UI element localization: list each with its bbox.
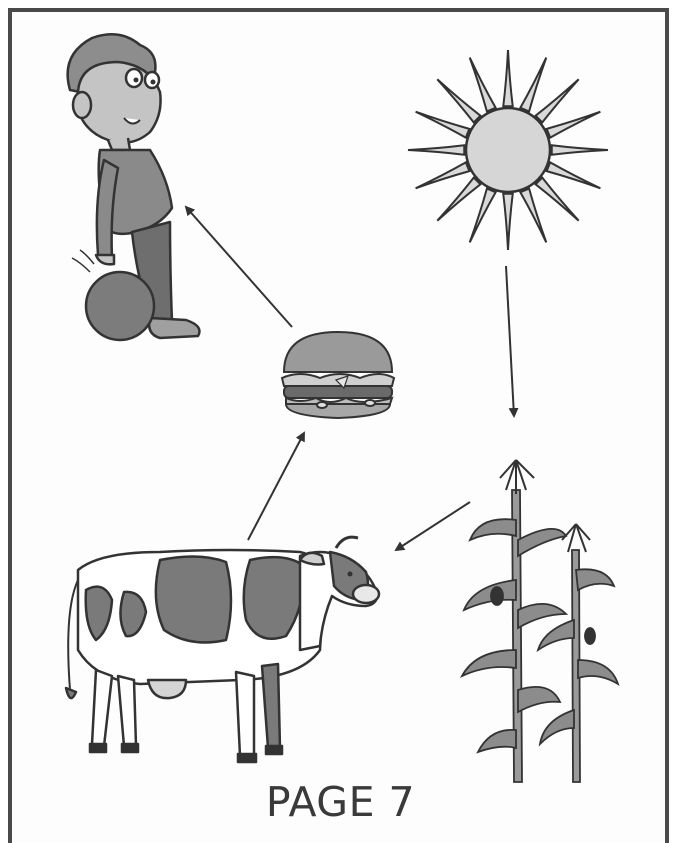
sun-ray bbox=[520, 189, 546, 243]
arrow-cow-to-hamburger bbox=[248, 433, 304, 540]
sun-ray bbox=[552, 145, 608, 154]
sun-ray bbox=[520, 58, 546, 112]
sun-ray bbox=[470, 189, 496, 243]
sun-ray bbox=[547, 162, 601, 188]
sun-icon bbox=[408, 50, 608, 250]
boy-icon bbox=[68, 34, 200, 340]
hamburger-icon bbox=[282, 332, 394, 418]
sun-ray bbox=[470, 58, 496, 112]
sun-ray bbox=[437, 79, 480, 122]
sun-ray bbox=[408, 145, 464, 154]
arrow-sun-to-corn bbox=[506, 266, 514, 416]
sun-ray bbox=[547, 112, 601, 138]
sun-ray bbox=[536, 79, 579, 122]
sun-ray bbox=[503, 50, 512, 106]
sun-ray bbox=[503, 194, 512, 250]
sun-ray bbox=[536, 178, 579, 221]
sun-ray bbox=[416, 112, 470, 138]
sun-ray bbox=[416, 162, 470, 188]
arrow-corn-to-cow bbox=[396, 502, 470, 550]
arrow-hamburger-to-boy bbox=[186, 207, 292, 327]
corn-plant-icon bbox=[462, 460, 618, 782]
cow-icon bbox=[66, 537, 379, 762]
page-number-label: PAGE 7 bbox=[0, 778, 681, 826]
sun-ray bbox=[437, 178, 480, 221]
